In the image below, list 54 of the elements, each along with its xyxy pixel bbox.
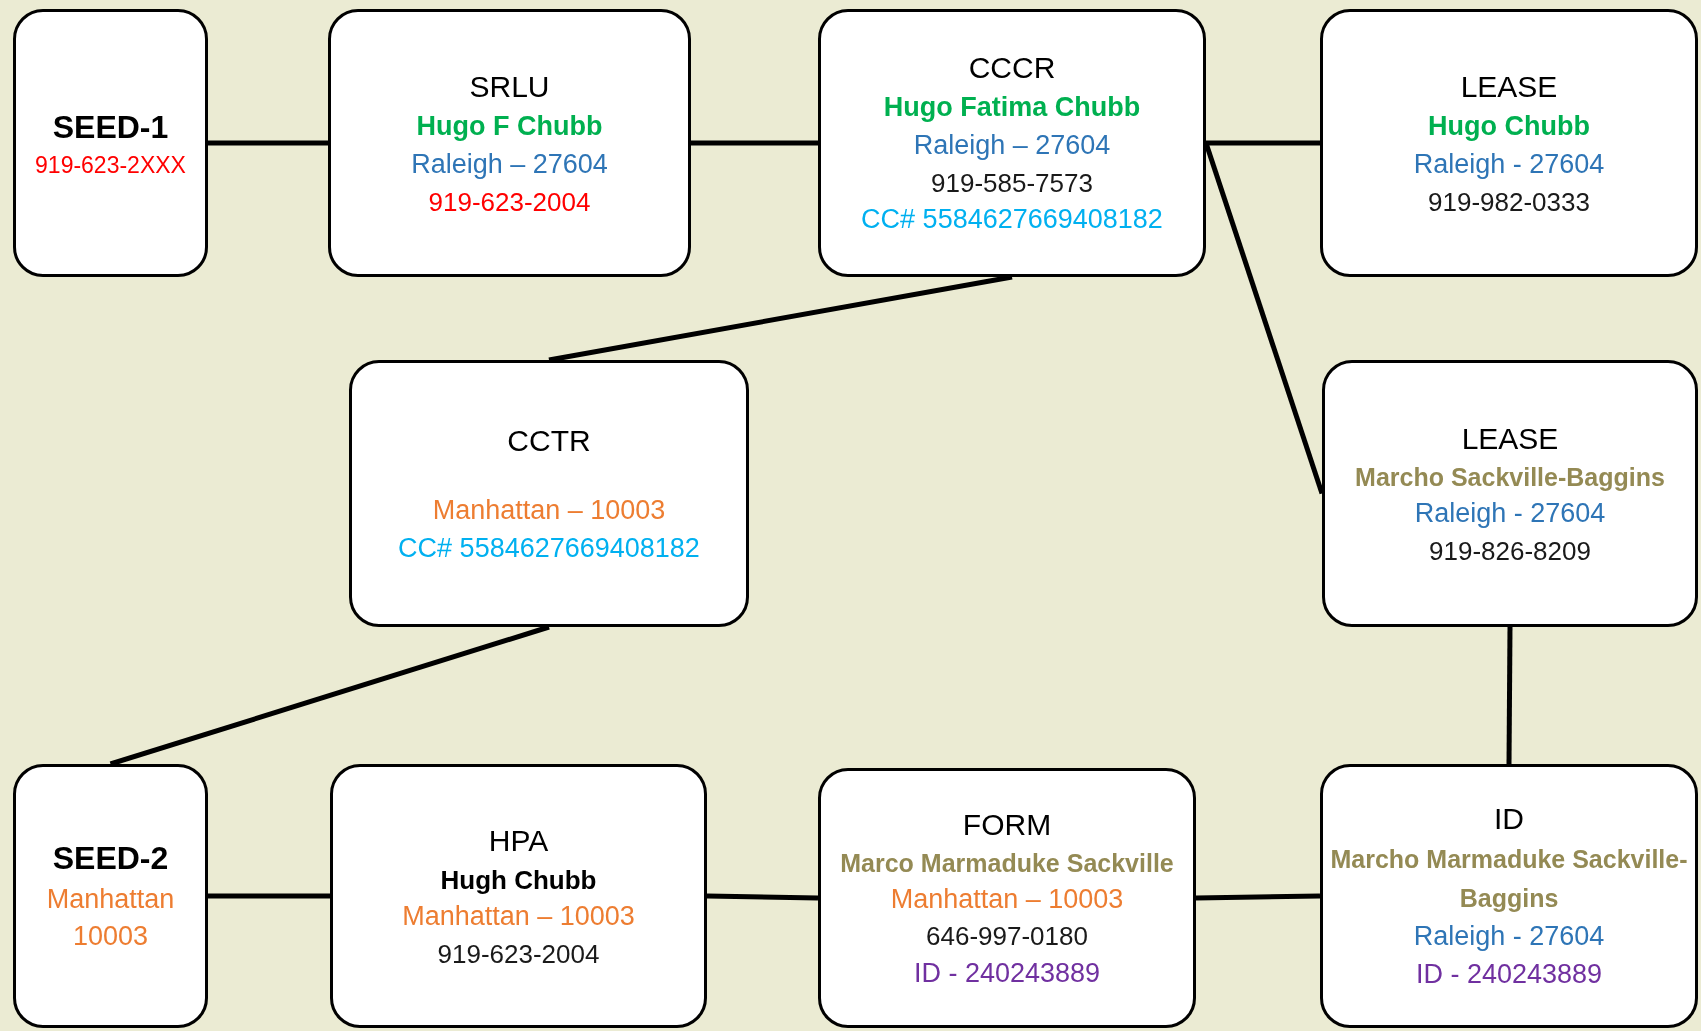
node-text: Hugo Chubb — [1428, 110, 1590, 143]
node-text: 919-826-8209 — [1429, 534, 1591, 568]
rounded-box — [1320, 764, 1698, 1028]
node-text: 919-585-7573 — [931, 166, 1093, 200]
rounded-box — [349, 360, 749, 627]
node-text: 919-982-0333 — [1428, 185, 1590, 219]
node-text: ID - 240243889 — [913, 956, 1101, 990]
rounded-box — [13, 9, 208, 277]
node-title: SEED-2 — [52, 838, 169, 878]
node-text: Marco Marmaduke Sackville — [840, 847, 1174, 879]
connector-line — [1206, 140, 1320, 146]
node-text: CC# 5584627669408182 — [861, 203, 1163, 237]
node-title: FORM — [962, 806, 1052, 843]
node-title: CCCR — [968, 50, 1056, 87]
node-text: Hugh Chubb — [440, 863, 597, 897]
node-text: Hugo F Chubb — [416, 110, 603, 143]
node-title: SEED-1 — [52, 107, 169, 147]
connector-line — [1195, 893, 1321, 901]
node-text: Raleigh - 27604 — [1413, 919, 1605, 953]
node-text: 919-623-2004 — [428, 185, 591, 219]
rounded-box — [330, 764, 707, 1028]
connector-line — [706, 893, 819, 901]
node-text: CC# 5584627669408182 — [398, 531, 700, 565]
node-text: 919-623-2XXX — [35, 151, 186, 181]
node-text: Marcho Sackville-Baggins — [1355, 461, 1665, 493]
node-text: Manhattan – 10003 — [402, 900, 635, 934]
connector-line — [208, 893, 330, 899]
node-text: Manhattan 10003 — [45, 882, 176, 954]
node-text: 919-623-2004 — [437, 937, 600, 971]
node-text: Raleigh – 27604 — [913, 128, 1111, 162]
rounded-box — [13, 764, 208, 1028]
node-title: LEASE — [1460, 69, 1558, 105]
node-title: ID — [1494, 801, 1524, 838]
node-text: Raleigh – 27604 — [411, 147, 608, 181]
rounded-box — [1322, 360, 1698, 627]
node-text: 646-997-0180 — [926, 920, 1088, 954]
node-title: LEASE — [1461, 420, 1559, 457]
connector-line — [1506, 627, 1513, 764]
node-text: Raleigh - 27604 — [1413, 147, 1605, 181]
node-text: Manhattan – 10003 — [890, 882, 1124, 916]
node-title: HPA — [488, 822, 549, 859]
node-text: Hugo Fatima Chubb — [883, 91, 1141, 125]
node-title: CCTR — [507, 422, 591, 459]
connector-line — [208, 140, 328, 146]
node-text: Marcho Marmaduke Sackville-Baggins — [1329, 844, 1689, 915]
node-title: SRLU — [469, 69, 550, 105]
connector-line — [691, 140, 818, 146]
rounded-box — [328, 9, 691, 277]
node-text: Raleigh - 27604 — [1414, 496, 1606, 530]
rounded-box — [1320, 9, 1698, 277]
rounded-box — [818, 768, 1196, 1028]
rounded-box — [818, 9, 1206, 277]
node-text: ID - 240243889 — [1415, 957, 1603, 991]
node-text: Manhattan – 10003 — [432, 493, 666, 527]
